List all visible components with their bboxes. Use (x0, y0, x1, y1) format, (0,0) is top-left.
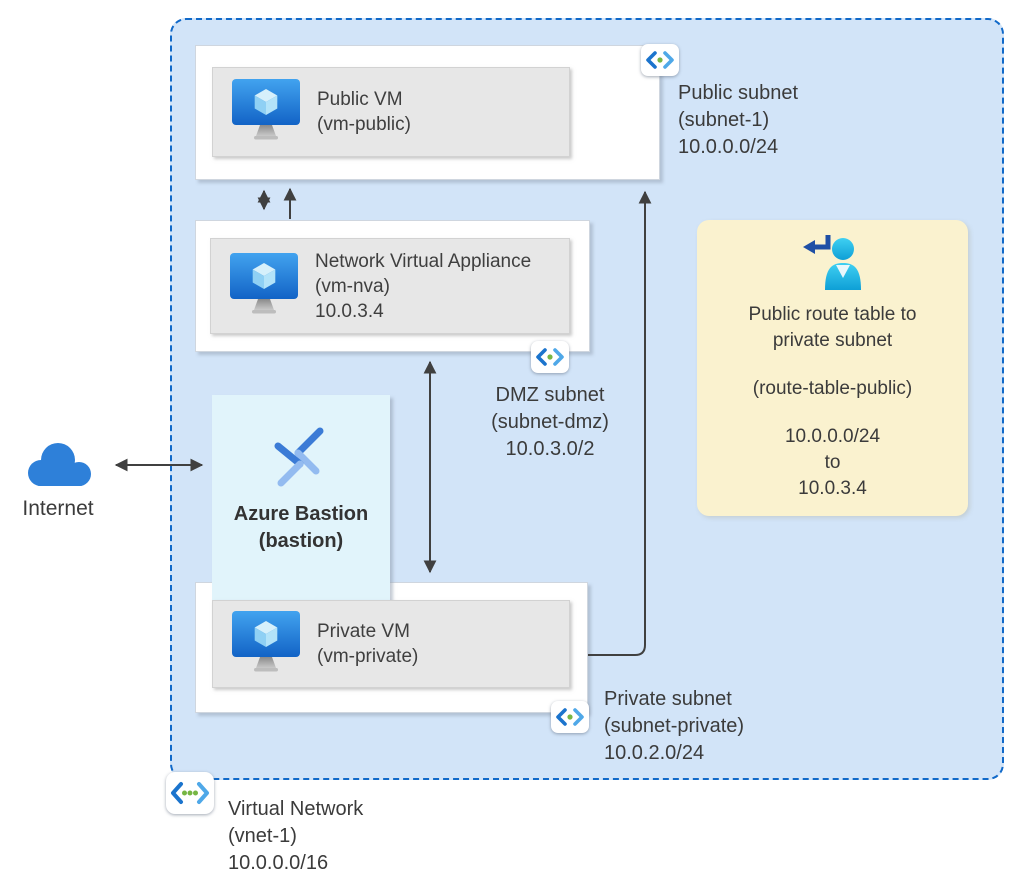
public-subnet-title: Public subnet (678, 82, 799, 104)
public-subnet-cidr: 10.0.0.0/24 (678, 136, 779, 158)
virtual-network-label: Virtual Network (vnet-1) 10.0.0.0/16 (228, 796, 363, 877)
route-source: 10.0.0.0/24 (784, 426, 881, 447)
route-table-title-line1: Public route table to (748, 304, 917, 325)
private-vm-name: (vm-private) (317, 646, 419, 667)
public-vm-box: Public VM (vm-public) (212, 67, 570, 157)
vnet-cidr: 10.0.0.0/16 (228, 852, 329, 874)
azure-bastion-box: Azure Bastion (bastion) (212, 395, 390, 625)
nva-vm-box: Network Virtual Appliance (vm-nva) 10.0.… (210, 238, 570, 334)
route-table-title-line2: private subnet (772, 330, 893, 351)
dmz-subnet-title: DMZ subnet (495, 384, 605, 406)
vm-icon (231, 78, 301, 146)
private-subnet-name: (subnet-private) (604, 715, 745, 737)
vm-icon (231, 610, 301, 678)
vnet-title: Virtual Network (228, 798, 364, 820)
internet-label: Internet (22, 497, 94, 520)
nva-vm-title: Network Virtual Appliance (315, 250, 532, 272)
subnet-icon (531, 341, 569, 373)
public-vm-title: Public VM (317, 89, 403, 110)
private-subnet-label: Private subnet (subnet-private) 10.0.2.0… (604, 686, 744, 767)
nva-vm-name: (vm-nva) (315, 275, 390, 297)
vm-icon (229, 252, 299, 320)
route-table-box: Public route table to private subnet (ro… (697, 220, 968, 516)
public-vm-name: (vm-public) (317, 114, 411, 135)
route-connector: to (824, 452, 841, 473)
private-vm-box: Private VM (vm-private) (212, 600, 570, 688)
subnet-icon (641, 44, 679, 76)
vnet-name: (vnet-1) (228, 825, 297, 847)
virtual-network-icon (166, 772, 214, 814)
public-subnet-name: (subnet-1) (678, 109, 770, 131)
subnet-icon (551, 701, 589, 733)
dmz-subnet-cidr: 10.0.3.0/2 (505, 438, 595, 460)
route-user-icon (801, 232, 865, 298)
dmz-subnet-label: DMZ subnet (subnet-dmz) 10.0.3.0/2 (452, 382, 648, 463)
cloud-icon (22, 438, 96, 497)
bastion-icon (263, 421, 339, 487)
route-table-name: (route-table-public) (752, 378, 913, 399)
bastion-name: (bastion) (258, 530, 344, 552)
route-next-hop: 10.0.3.4 (798, 478, 867, 499)
private-subnet-cidr: 10.0.2.0/24 (604, 742, 705, 764)
nva-vm-ip: 10.0.3.4 (315, 300, 384, 322)
dmz-subnet-name: (subnet-dmz) (491, 411, 609, 433)
public-subnet-label: Public subnet (subnet-1) 10.0.0.0/24 (678, 80, 798, 161)
private-subnet-title: Private subnet (604, 688, 732, 710)
private-vm-title: Private VM (317, 621, 410, 642)
bastion-title: Azure Bastion (233, 503, 369, 525)
